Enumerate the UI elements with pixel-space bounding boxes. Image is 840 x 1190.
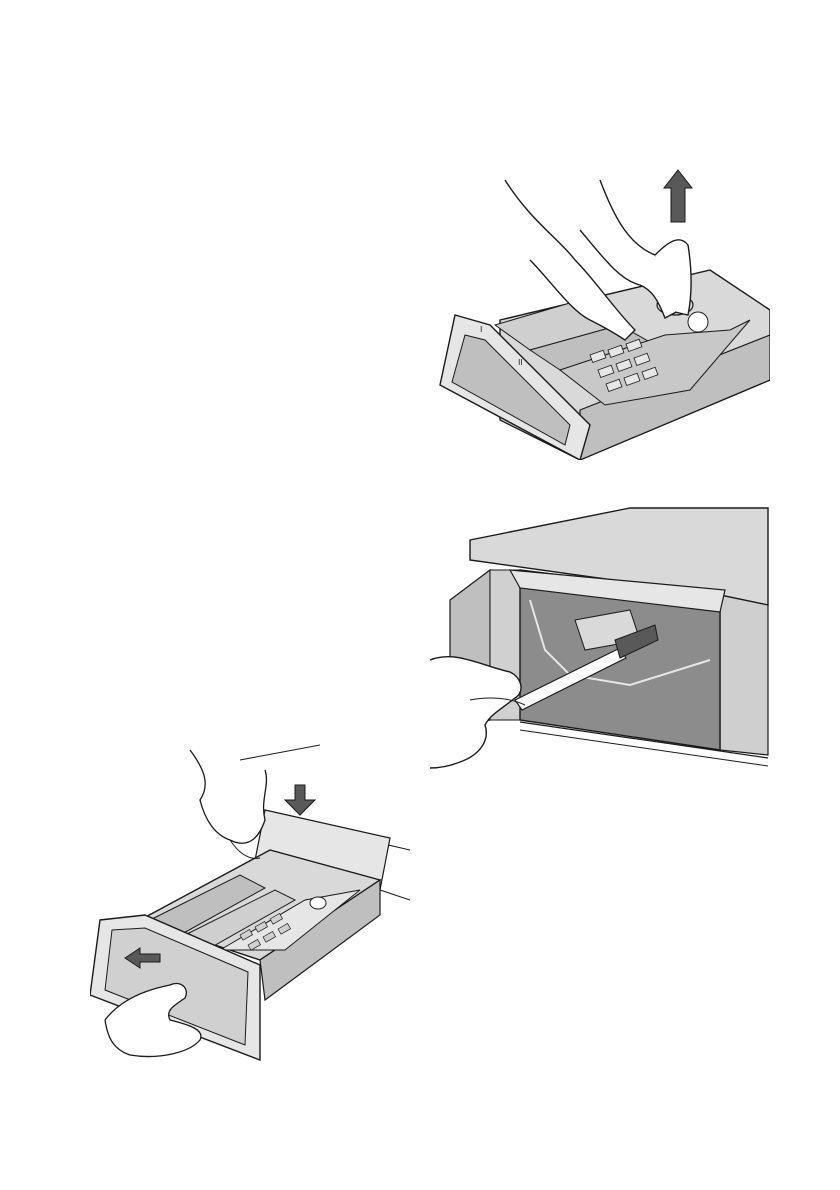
up-arrow-icon [664, 170, 692, 222]
svg-text:II: II [518, 358, 523, 367]
flower-symbol-icon [688, 312, 708, 332]
hand-upper [190, 750, 266, 858]
flower-symbol-icon [310, 897, 326, 909]
reinsert-drawer-illustration [90, 740, 410, 1070]
lift-siphon-illustration: I II [430, 160, 770, 460]
brush-recess-illustration [430, 500, 770, 790]
svg-text:I: I [480, 325, 482, 334]
down-arrow-icon [285, 785, 315, 815]
